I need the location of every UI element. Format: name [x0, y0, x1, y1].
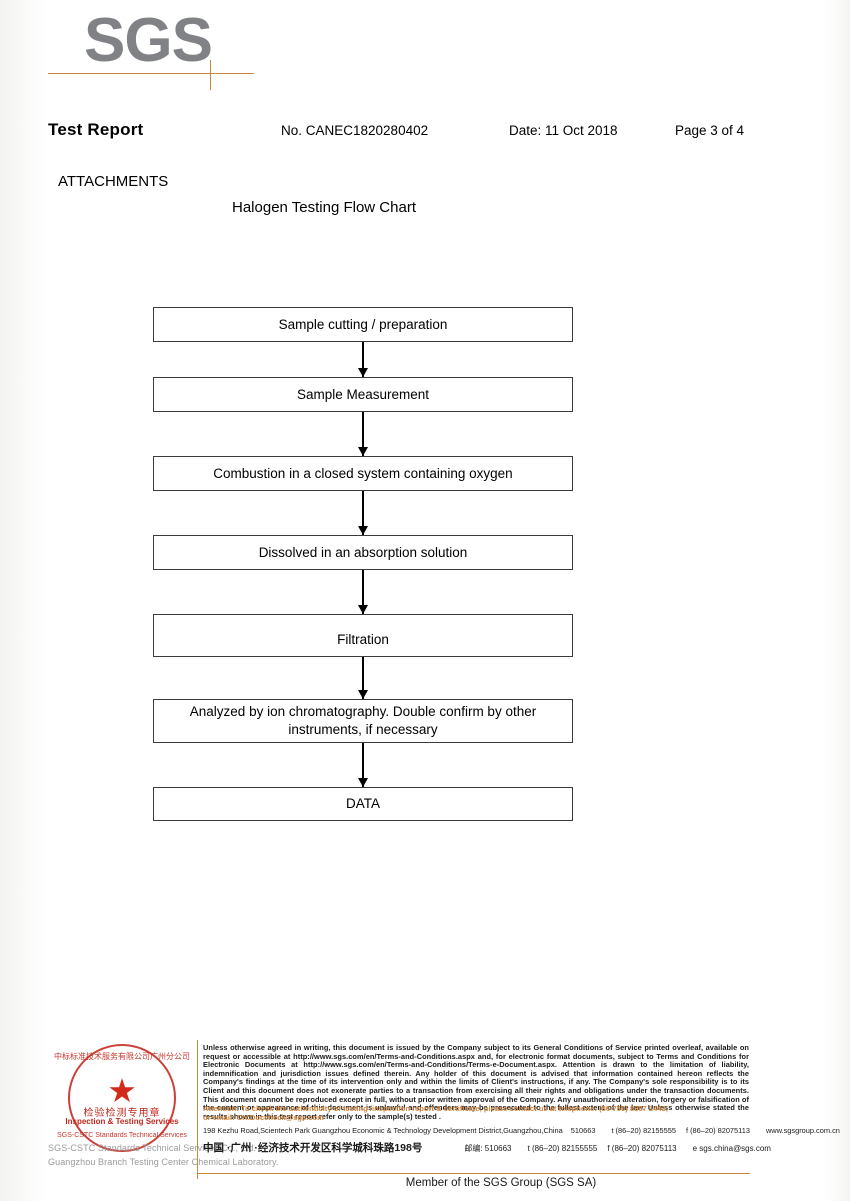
- flow-arrow-down: [153, 342, 573, 377]
- flow-arrow-down: [153, 491, 573, 535]
- flow-step-box: DATA: [153, 787, 573, 821]
- stamp-circle-icon: [68, 1044, 176, 1152]
- website: www.sgsgroup.com.cn: [765, 1126, 840, 1135]
- flow-step-box: Combustion in a closed system containing…: [153, 456, 573, 491]
- attention-notice: Attention: To check the authenticity of …: [203, 1104, 751, 1122]
- arrow-head-icon: [358, 778, 368, 787]
- inspection-stamp: 中标标准技术服务有限公司广州分公司 ★ 检验检测专用章 Inspection &…: [48, 1044, 278, 1167]
- report-header-row: Test Report No. CANEC1820280402 Date: 11…: [0, 120, 850, 146]
- arrow-shaft: [362, 342, 364, 377]
- report-number: No. CANEC1820280402: [281, 123, 429, 138]
- telephone-english: t (86–20) 82155555: [611, 1126, 676, 1135]
- report-date: Date: 11 Oct 2018: [509, 123, 618, 138]
- header-rule-horizontal: [48, 73, 254, 74]
- flow-step-box: Sample Measurement: [153, 377, 573, 412]
- page-footer: 中标标准技术服务有限公司广州分公司 ★ 检验检测专用章 Inspection &…: [0, 1040, 850, 1201]
- flow-step-box: Filtration: [153, 614, 573, 657]
- flow-arrow-down: [153, 412, 573, 456]
- address-line-chinese: 中国 ·广州 ·经济技术开发区科学城科珠路198号 邮编: 510663 t (86…: [203, 1142, 771, 1155]
- footer-rule-vertical: [197, 1040, 198, 1179]
- attention-line-2: or email: CN.Doccheck@sgs.com: [203, 1113, 324, 1122]
- email-chinese: e sgs.china@sgs.com: [692, 1144, 771, 1153]
- flow-arrow-down: [153, 743, 573, 787]
- address-line-english: 198 Kezhu Road,Scientech Park Guangzhou …: [203, 1126, 840, 1136]
- arrow-head-icon: [358, 447, 368, 456]
- stamp-arc-bottom-text: SGS-CSTC Standards Technical Services: [57, 1132, 187, 1139]
- attention-line-1: Attention: To check the authenticity of …: [203, 1104, 668, 1113]
- arrow-shaft: [362, 570, 364, 614]
- flow-chart-title: Halogen Testing Flow Chart: [232, 199, 416, 216]
- flow-step-box: Analyzed by ion chromatography. Double c…: [153, 699, 573, 743]
- zip-chinese: 邮编: 510663: [464, 1144, 512, 1153]
- arrow-head-icon: [358, 368, 368, 377]
- arrow-shaft: [362, 412, 364, 456]
- flow-step-box: Dissolved in an absorption solution: [153, 535, 573, 570]
- page-title: Test Report: [48, 120, 144, 139]
- flow-arrow-down: [153, 657, 573, 699]
- arrow-shaft: [362, 491, 364, 535]
- zip-english: 510663: [570, 1126, 596, 1135]
- sgs-logo: SGS: [84, 6, 213, 75]
- stamp-chinese-text: 检验检测专用章: [83, 1108, 161, 1119]
- star-icon: ★: [107, 1072, 137, 1109]
- header-rule-vertical: [210, 60, 211, 90]
- arrow-head-icon: [358, 526, 368, 535]
- arrow-shaft: [362, 657, 364, 699]
- member-notice: Member of the SGS Group (SGS SA): [0, 1177, 850, 1189]
- attachments-heading: ATTACHMENTS: [58, 173, 169, 190]
- stamp-arc-top-text: 中标标准技术服务有限公司广州分公司: [54, 1052, 190, 1061]
- halogen-testing-flow-chart: Sample cutting / preparation Sample Meas…: [153, 307, 573, 821]
- member-text: Member of the SGS Group (SGS SA): [405, 1177, 597, 1189]
- page-edge-shading-left: [0, 0, 46, 1201]
- telephone-chinese: t (86–20) 82155555: [527, 1144, 598, 1153]
- fax-english: f (86–20) 82075113: [685, 1126, 750, 1135]
- arrow-head-icon: [358, 605, 368, 614]
- stamp-english-text: Inspection & Testing Services: [65, 1117, 179, 1126]
- page-edge-shading-right: [824, 0, 850, 1201]
- lab-name-line-2: Guangzhou Branch Testing Center Chemical…: [48, 1157, 279, 1167]
- address-chinese: 中国 ·广州 ·经济技术开发区科学城科珠路198号: [203, 1142, 423, 1154]
- flow-arrow-down: [153, 570, 573, 614]
- address-english: 198 Kezhu Road,Scientech Park Guangzhou …: [203, 1126, 563, 1135]
- flow-step-box: Sample cutting / preparation: [153, 307, 573, 342]
- footer-rule-horizontal: [197, 1173, 750, 1174]
- fax-chinese: f (86–20) 82075113: [607, 1144, 677, 1153]
- arrow-shaft: [362, 743, 364, 787]
- lab-name-line-1: SGS-CSTC Standards Technical Services Co…: [48, 1143, 257, 1153]
- arrow-head-icon: [358, 690, 368, 699]
- legal-disclaimer: Unless otherwise agreed in writing, this…: [203, 1043, 749, 1121]
- page-indicator: Page 3 of 4: [675, 123, 745, 138]
